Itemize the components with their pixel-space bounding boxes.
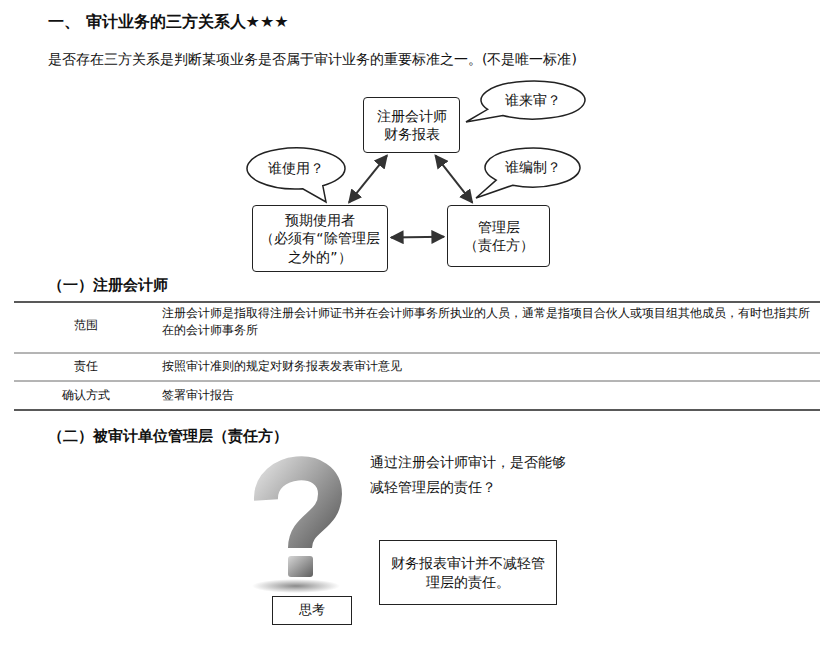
party-box: 预期使用者（必须有“除管理层之外的”）: [252, 205, 388, 272]
table-rule: [14, 353, 820, 354]
question-dot: [288, 556, 313, 577]
table-rule: [14, 301, 820, 303]
node-text: 谁来审？: [505, 91, 561, 109]
think-box: 思考: [272, 596, 352, 625]
question-text: 通过注册会计师审计，是否能够 减轻管理层的责任？: [370, 450, 575, 499]
double-arrow: [435, 155, 472, 202]
node-text: 财务报表审计并不减轻管理层的责任。: [386, 554, 550, 590]
node-text: 谁编制？: [505, 158, 561, 176]
table-cell: 责任: [14, 358, 157, 375]
speech-bubble: 谁编制？: [484, 147, 581, 188]
node-text: 谁使用？: [268, 159, 324, 177]
double-arrow: [391, 236, 444, 239]
party-box: 注册会计师 财务报表: [363, 97, 460, 153]
node-text: 注册会计师 财务报表: [370, 107, 453, 143]
bubble-path: [247, 148, 345, 202]
intro-note: 是否存在三方关系是判断某项业务是否属于审计业务的重要标准之一。(不是唯一标准): [48, 49, 808, 69]
bubble-path: [476, 148, 580, 198]
node-text: 思考: [299, 602, 325, 619]
table-cell: 范围: [14, 317, 157, 334]
node-text: （必须有“除管理层之外的”）: [259, 229, 381, 265]
double-arrow: [349, 155, 387, 202]
node-text: （责任方）: [464, 236, 534, 254]
speech-bubble: 谁来审？: [480, 80, 586, 120]
bubble-path: [466, 81, 585, 122]
table-cell: 按照审计准则的规定对财务报表发表审计意见: [162, 358, 817, 375]
question-shadow: [252, 579, 340, 593]
page-title: 一、 审计业务的三方关系人★★★: [48, 10, 289, 33]
section-heading: （二）被审计单位管理层（责任方）: [48, 426, 448, 448]
table-cell: 注册会计师是指取得注册会计师证书并在会计师事务所执业的人员，通常是指项目合伙人或…: [162, 305, 817, 340]
table-cell: 确认方式: [14, 387, 157, 404]
party-box: 管理层（责任方）: [447, 205, 550, 267]
node-text: 预期使用者: [285, 211, 355, 229]
node-text: 管理层: [478, 218, 520, 236]
table-rule: [14, 409, 820, 411]
question-mark: [266, 468, 330, 548]
table-cell: 签署审计报告: [162, 387, 817, 404]
answer-box: 财务报表审计并不减轻管理层的责任。: [379, 540, 557, 605]
speech-bubble: 谁使用？: [246, 147, 346, 190]
table-rule: [14, 381, 820, 382]
section-heading: （一）注册会计师: [48, 275, 448, 297]
